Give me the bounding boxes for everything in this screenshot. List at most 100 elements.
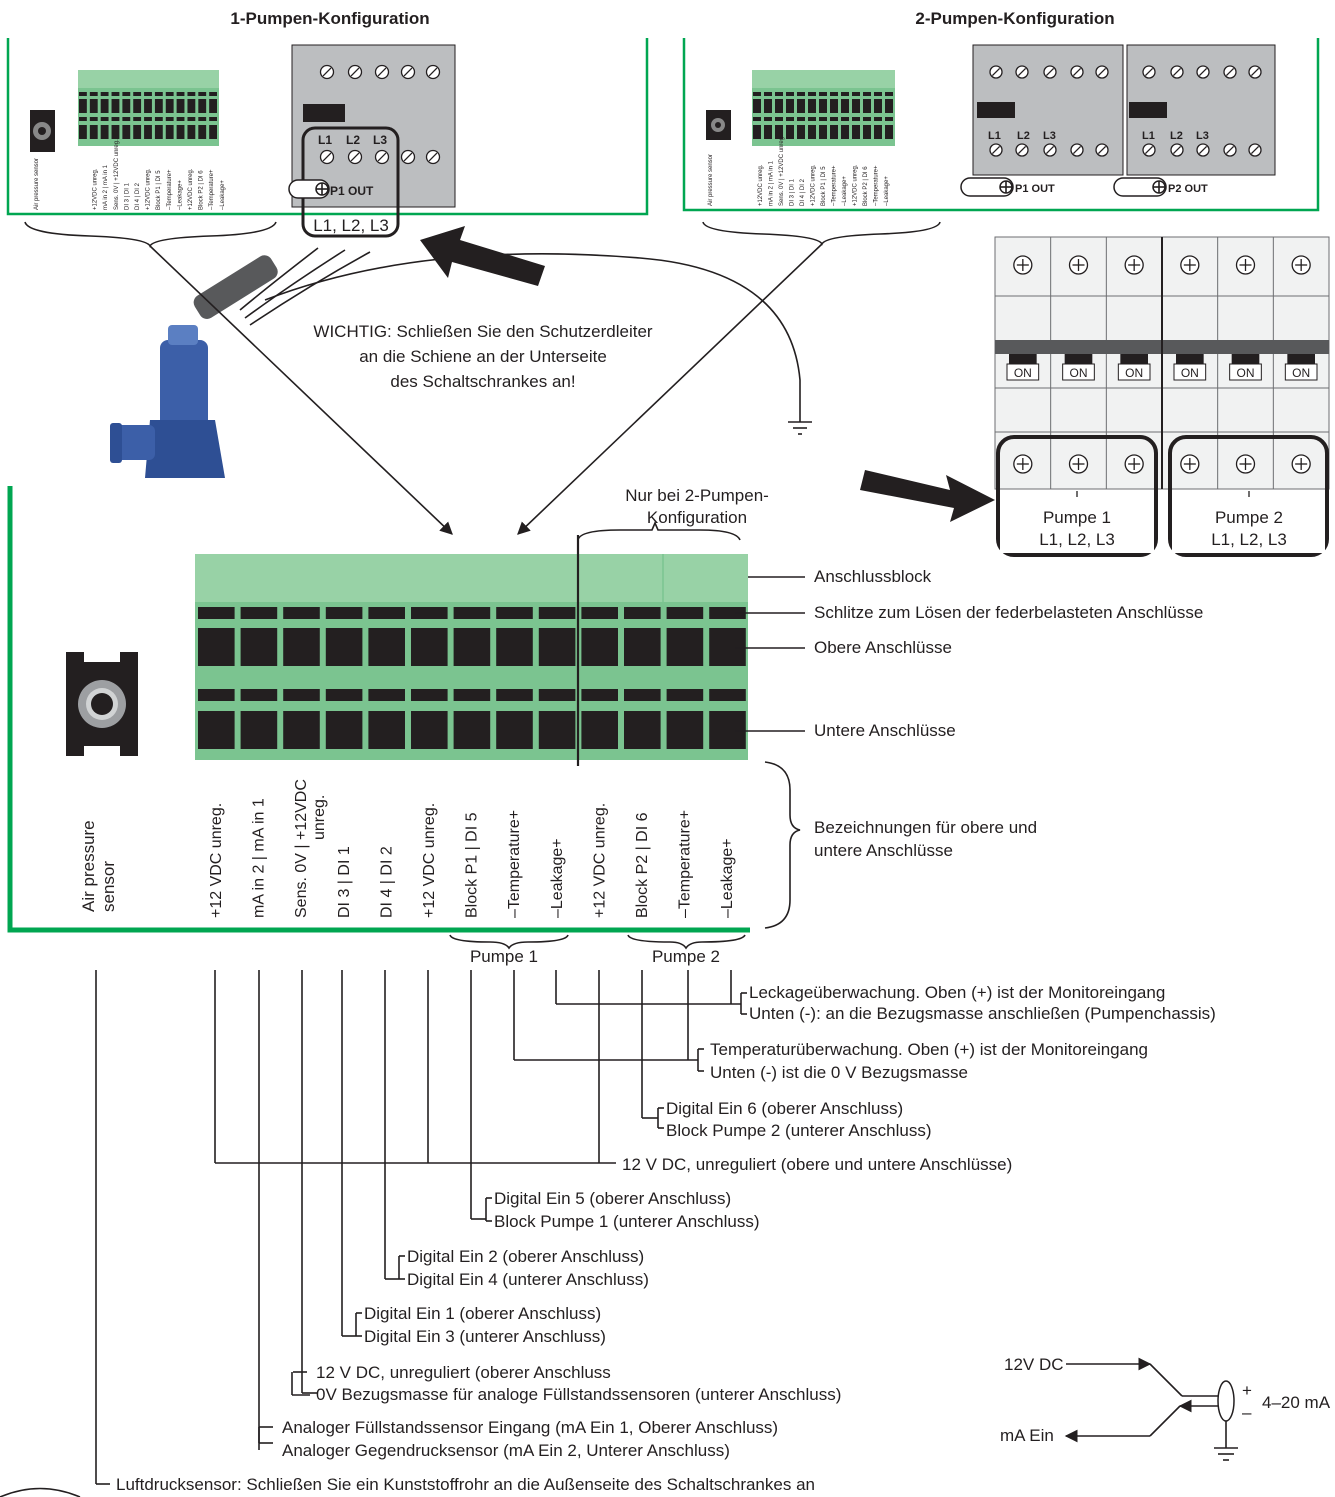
small-terminal-label: –Temperature+	[209, 169, 215, 210]
upper-terminal[interactable]	[538, 628, 576, 666]
lower-terminal[interactable]	[624, 711, 661, 749]
breaker-pump2-title: Pumpe 2	[1215, 508, 1283, 527]
release-slot[interactable]	[368, 607, 405, 619]
release-slot[interactable]	[538, 607, 576, 619]
release-slot[interactable]	[581, 689, 618, 701]
upper-terminal[interactable]	[240, 628, 278, 666]
lower-terminal[interactable]	[325, 711, 363, 749]
upper-terminal[interactable]	[666, 628, 704, 666]
small-terminal-label: DI 4 | DI 2	[800, 178, 806, 206]
desc-di6-1: Digital Ein 6 (oberer Anschluss)	[666, 1099, 903, 1118]
warning-line2: an die Schiene an der Unterseite	[359, 347, 607, 366]
upper-terminal[interactable]	[581, 628, 618, 666]
small-terminal-label: DI 4 | DI 2	[135, 182, 141, 210]
release-slot[interactable]	[624, 607, 661, 619]
release-slot[interactable]	[453, 607, 491, 619]
small-terminal-label: DI 3 | DI 1	[790, 178, 796, 206]
lower-terminal[interactable]	[411, 711, 448, 749]
release-slot[interactable]	[411, 607, 448, 619]
release-slot[interactable]	[496, 607, 533, 619]
release-slot[interactable]	[709, 607, 746, 619]
release-slot[interactable]	[283, 607, 320, 619]
release-slot[interactable]	[709, 689, 746, 701]
release-slot[interactable]	[581, 607, 618, 619]
p1-out-label: P1 OUT	[1015, 183, 1055, 195]
release-slot[interactable]	[283, 689, 320, 701]
upper-terminal[interactable]	[453, 628, 491, 666]
small-terminal-label: mA in 2 | mA in 1	[103, 164, 109, 210]
lower-terminal[interactable]	[453, 711, 491, 749]
upper-terminal[interactable]	[411, 628, 448, 666]
desc-di1-2: Digital Ein 3 (unterer Anschluss)	[364, 1327, 606, 1346]
release-slot[interactable]	[411, 689, 448, 701]
breaker-on-label: ON	[1125, 366, 1143, 380]
breaker-on-label: ON	[1014, 366, 1032, 380]
small-terminal-label: mA in 2 | mA in 1	[769, 160, 775, 206]
two-pump-title: 2-Pumpen-Konfiguration	[915, 9, 1114, 28]
small-terminal-label: –Leakage+	[842, 176, 848, 206]
release-slot[interactable]	[453, 689, 491, 701]
arrow-to-breaker	[860, 470, 995, 522]
terminal-label: Sens. 0V | +12VDC	[293, 779, 310, 918]
desc-leak2: Unten (-): an die Bezugsmasse anschließe…	[749, 1004, 1216, 1023]
phase-l3-label: L3	[1043, 130, 1056, 142]
phase-l3-label: L3	[373, 133, 387, 147]
desc-di6-2: Block Pumpe 2 (unterer Anschluss)	[666, 1121, 932, 1140]
terminal-label: DI 3 | DI 1	[336, 846, 353, 918]
small-terminal-label: Block P1 | DI 5	[156, 170, 162, 210]
small-terminal-label: +12VDC unreg.	[811, 164, 817, 206]
lower-terminal[interactable]	[368, 711, 405, 749]
main-board-outline	[7, 486, 750, 933]
two-pump-only-line1: Nur bei 2-Pumpen-	[625, 486, 769, 505]
release-slot[interactable]	[624, 689, 661, 701]
release-slot[interactable]	[325, 689, 363, 701]
lower-terminal[interactable]	[240, 711, 278, 749]
schematic-ma-label: mA Ein	[1000, 1426, 1054, 1445]
breaker-pump1-title: Pumpe 1	[1043, 508, 1111, 527]
lower-terminal[interactable]	[709, 711, 746, 749]
small-terminal-label: +12VDC unreg.	[188, 168, 194, 210]
desc-temp1: Temperaturüberwachung. Oben (+) ist der …	[710, 1040, 1148, 1059]
small-terminal-label: Block P1 | DI 5	[821, 166, 827, 206]
release-slot[interactable]	[666, 689, 704, 701]
upper-terminal[interactable]	[283, 628, 320, 666]
lower-terminal[interactable]	[666, 711, 704, 749]
desc-ma1: Analoger Füllstandssensor Eingang (mA Ei…	[282, 1418, 778, 1437]
callout-lower: Untere Anschlüsse	[814, 721, 956, 740]
pump2-group-label: Pumpe 2	[652, 947, 720, 966]
lower-terminal[interactable]	[496, 711, 533, 749]
upper-terminal[interactable]	[624, 628, 661, 666]
upper-terminal[interactable]	[368, 628, 405, 666]
release-slot[interactable]	[325, 607, 363, 619]
release-slot[interactable]	[496, 689, 533, 701]
release-slot[interactable]	[368, 689, 405, 701]
upper-terminal[interactable]	[325, 628, 363, 666]
release-slot[interactable]	[240, 689, 278, 701]
one-pump-title: 1-Pumpen-Konfiguration	[230, 9, 429, 28]
upper-terminal[interactable]	[496, 628, 533, 666]
small-terminal-label: +12VDC unreg.	[93, 168, 99, 210]
upper-terminal[interactable]	[198, 628, 235, 666]
release-slot[interactable]	[538, 689, 576, 701]
upper-terminal[interactable]	[709, 628, 746, 666]
desc-di5-2: Block Pumpe 1 (unterer Anschluss)	[494, 1212, 760, 1231]
release-slot[interactable]	[240, 607, 278, 619]
lower-terminal[interactable]	[581, 711, 618, 749]
small-terminal-label: Air pressure sensor	[34, 158, 40, 210]
lower-terminal[interactable]	[283, 711, 320, 749]
warning-line1: WICHTIG: Schließen Sie den Schutzerdleit…	[313, 322, 653, 341]
callout-upper: Obere Anschlüsse	[814, 638, 952, 657]
small-terminal-label: –Temperature+	[874, 165, 880, 206]
lower-terminal[interactable]	[538, 711, 576, 749]
terminal-label: –Temperature+	[506, 810, 523, 918]
terminal-label-cont: unreg.	[311, 795, 328, 840]
callout-block: Anschlussblock	[814, 567, 932, 586]
lower-terminal[interactable]	[198, 711, 235, 749]
small-terminal-label: +12VDC unreg.	[758, 164, 764, 206]
air-pressure-sensor	[66, 652, 138, 756]
release-slot[interactable]	[198, 607, 235, 619]
release-slot[interactable]	[666, 607, 704, 619]
phase-l2-label: L2	[1017, 130, 1030, 142]
release-slot[interactable]	[198, 689, 235, 701]
